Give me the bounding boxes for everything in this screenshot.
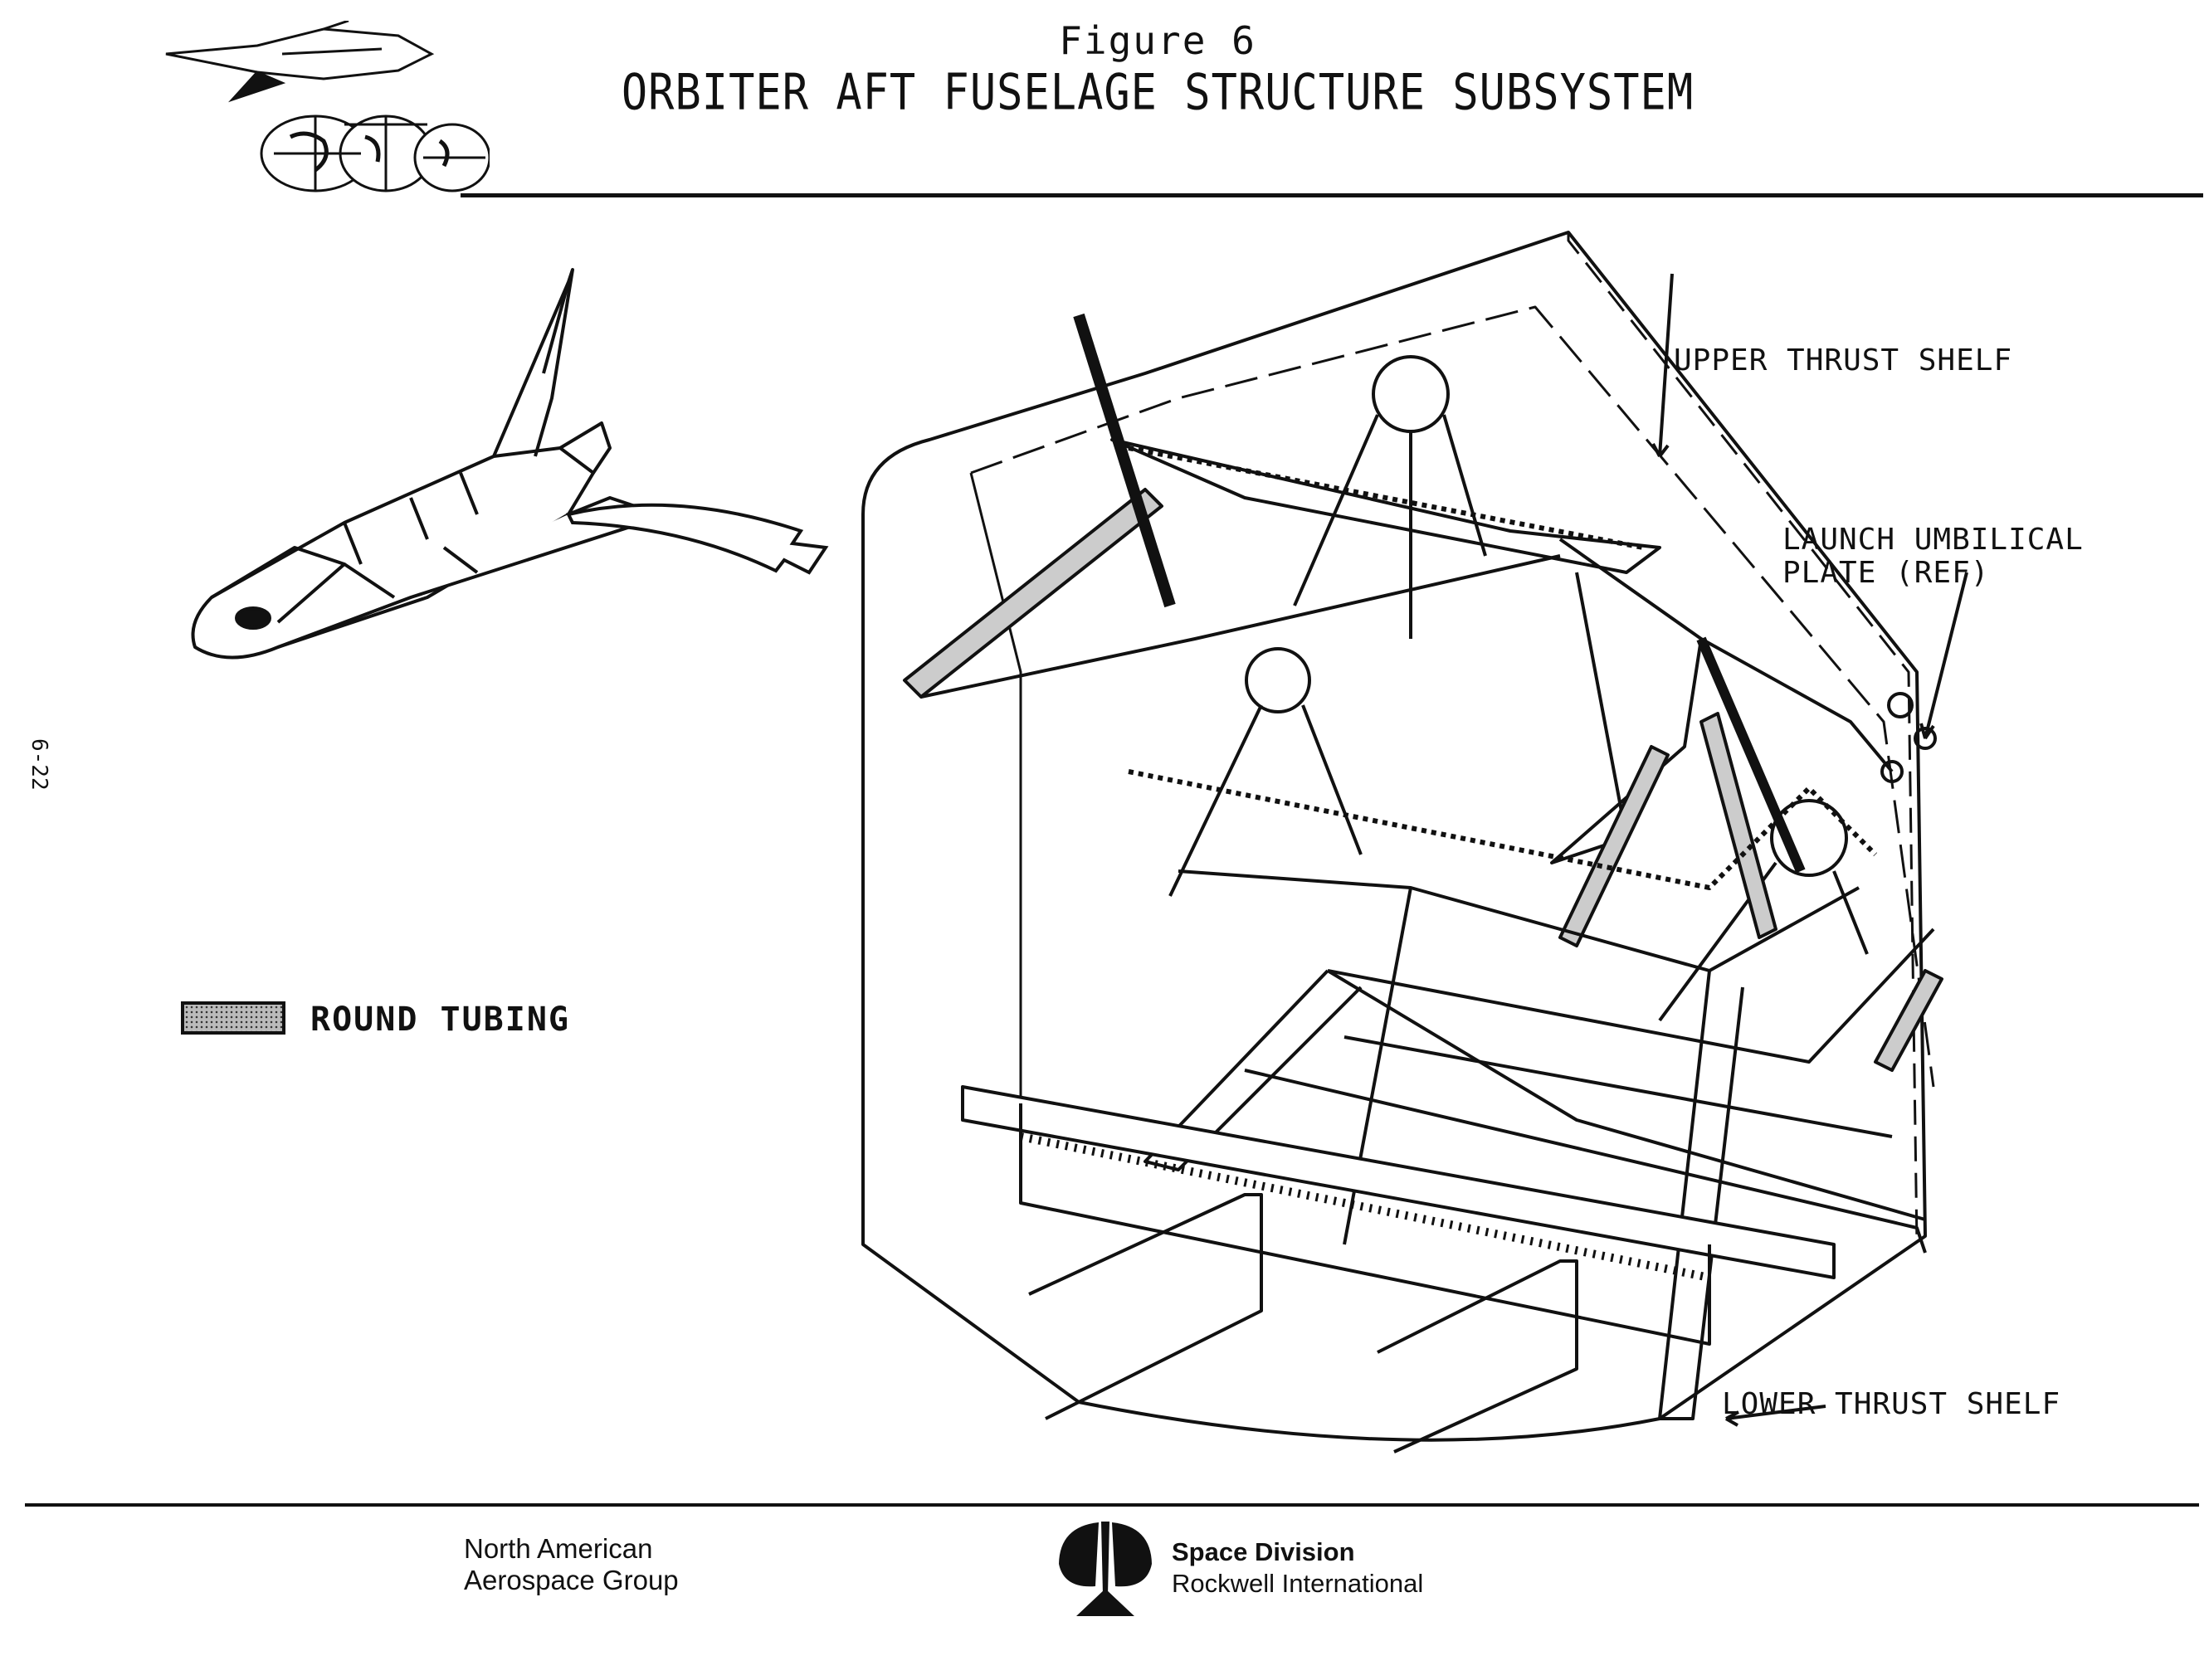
round-tubing-strut [1699,712,1777,939]
footer-company: Space Division Rockwell International [1172,1536,1423,1600]
lower-thrust-shelf-label: LOWER THRUST SHELF [1722,1387,2061,1421]
upper-thrust-shelf-leader [1651,273,1674,458]
footer-organization: North American Aerospace Group [464,1533,679,1596]
housing-outline [861,231,1927,1442]
footer-org-line1: North American [464,1533,653,1564]
round-tubing-strut [1558,745,1670,947]
footer-company-line1: Space Division [1172,1537,1355,1566]
shuttle-globe-logo-icon [165,21,490,192]
orbiter-icon [191,268,829,660]
round-tubing-strut [1874,969,1943,1072]
figure-title: ORBITER AFT FUSELAGE STRUCTURE SUBSYSTEM [621,64,1695,122]
figure-label: Figure 6 [1059,18,1256,63]
round-tubing-strut [903,488,1163,699]
round-tubing-legend-label: ROUND TUBING [310,1001,570,1039]
header-divider [461,193,2203,197]
page-number: 6-22 [27,738,51,791]
rockwell-logo-icon [1059,1522,1152,1616]
lower-thrust-shelf [961,1085,1836,1279]
round-tubing-swatch [181,1001,285,1035]
footer-divider [25,1503,2199,1507]
upper-thrust-shelf-label: UPPER THRUST SHELF [1674,343,2013,377]
launch-umbilical-label-line1: LAUNCH UMBILICAL [1782,523,2084,557]
footer-company-line2: Rockwell International [1172,1569,1424,1598]
footer-org-line2: Aerospace Group [464,1565,679,1595]
aft-fuselage-structure-drawing [861,231,1968,1454]
lower-thrust-shelf-leader [1725,1405,1826,1427]
launch-umbilical-label-line2: PLATE (REF) [1782,556,1990,590]
launch-umbilical-leader [1919,572,1968,740]
